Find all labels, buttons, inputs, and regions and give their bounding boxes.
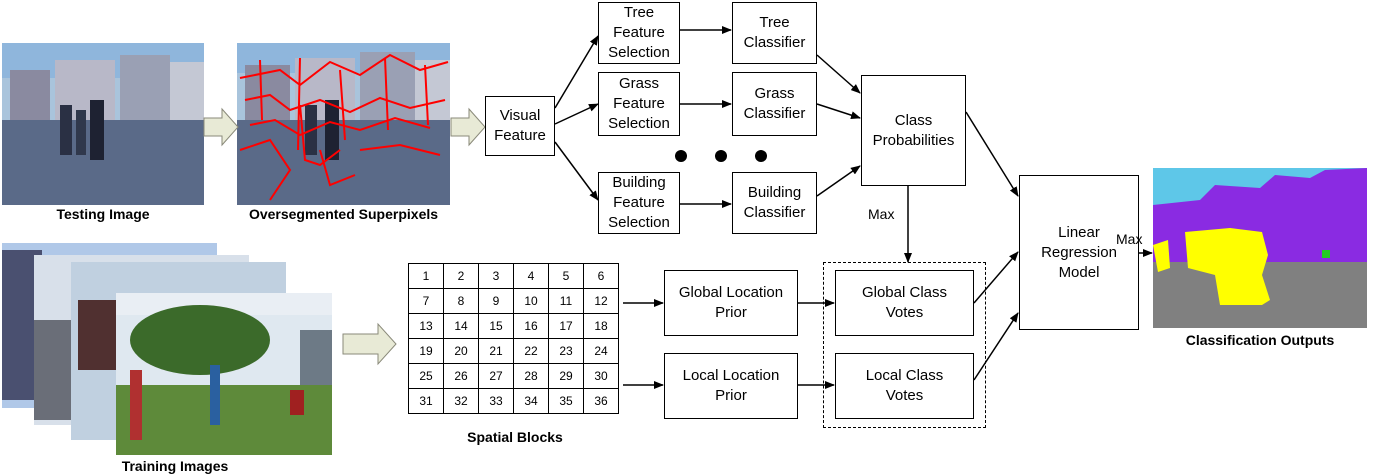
grid-cell: 17 [548, 313, 584, 339]
linear-regression-model-box: Linear Regression Model [1019, 175, 1139, 330]
global-location-prior-box: Global Location Prior [664, 270, 798, 336]
ellipsis-dot-2 [715, 150, 727, 162]
block-arrow-training [342, 322, 397, 366]
grid-cell: 18 [583, 313, 619, 339]
grid-cell: 10 [513, 288, 549, 314]
local-class-votes-box: Local Class Votes [835, 353, 974, 419]
building-classifier-box: Building Classifier [732, 172, 817, 234]
ellipsis-dot-1 [675, 150, 687, 162]
tree-classifier-box: Tree Classifier [732, 2, 817, 64]
grid-cell: 29 [548, 363, 584, 389]
max-label-probabilities: Max [868, 206, 895, 222]
arrow-visual-to-grass [554, 103, 599, 125]
grid-cell: 7 [408, 288, 444, 314]
grass-feature-selection-box: Grass Feature Selection [598, 72, 680, 136]
ellipsis-dot-3 [755, 150, 767, 162]
grid-cell: 1 [408, 263, 444, 289]
grid-cell: 12 [583, 288, 619, 314]
arrow-building-cls-to-prob [816, 165, 861, 197]
arrow-grass-cls-to-prob [816, 103, 861, 120]
grid-cell: 28 [513, 363, 549, 389]
grid-cell: 26 [443, 363, 479, 389]
testing-image [2, 43, 204, 205]
grid-cell: 20 [443, 338, 479, 364]
block-arrow-oversegmented [450, 107, 486, 147]
grid-cell: 21 [478, 338, 514, 364]
grid-cell: 6 [583, 263, 619, 289]
caption-classification-outputs: Classification Outputs [1185, 332, 1335, 348]
grid-cell: 11 [548, 288, 584, 314]
caption-testing-image: Testing Image [56, 206, 150, 222]
grid-cell: 33 [478, 388, 514, 414]
grid-cell: 23 [548, 338, 584, 364]
visual-feature-box: Visual Feature [485, 96, 555, 156]
grid-cell: 31 [408, 388, 444, 414]
class-votes-dashed-group [823, 262, 986, 428]
caption-training-images: Training Images [121, 458, 229, 474]
arrow-visual-to-tree [554, 35, 599, 109]
class-probabilities-box: Class Probabilities [861, 75, 966, 186]
building-feature-selection-box: Building Feature Selection [598, 172, 680, 234]
oversegmented-image [237, 43, 450, 205]
caption-spatial-blocks: Spatial Blocks [467, 429, 563, 445]
grid-cell: 22 [513, 338, 549, 364]
grass-classifier-box: Grass Classifier [732, 72, 817, 136]
grid-cell: 8 [443, 288, 479, 314]
grid-cell: 2 [443, 263, 479, 289]
grid-cell: 19 [408, 338, 444, 364]
grid-cell: 34 [513, 388, 549, 414]
grid-cell: 13 [408, 313, 444, 339]
caption-oversegmented: Oversegmented Superpixels [248, 206, 439, 222]
max-label-regression: Max [1116, 231, 1143, 247]
local-location-prior-box: Local Location Prior [664, 353, 798, 419]
grid-cell: 25 [408, 363, 444, 389]
grid-cell: 15 [478, 313, 514, 339]
grid-cell: 32 [443, 388, 479, 414]
arrow-visual-to-building [554, 141, 599, 201]
grid-cell: 27 [478, 363, 514, 389]
global-class-votes-box: Global Class Votes [835, 270, 974, 336]
grid-cell: 3 [478, 263, 514, 289]
grid-cell: 14 [443, 313, 479, 339]
arrow-tree-cls-to-prob [816, 54, 861, 94]
spatial-blocks-grid: 1 2 3 4 5 6 7 8 9 10 11 12 13 14 15 16 1… [408, 263, 619, 414]
grid-cell: 9 [478, 288, 514, 314]
arrow-global-votes-to-regression [973, 251, 1019, 304]
arrow-prob-to-regression [965, 111, 1019, 197]
grid-cell: 35 [548, 388, 584, 414]
grid-cell: 16 [513, 313, 549, 339]
block-arrow-testing [203, 107, 239, 147]
grid-cell: 30 [583, 363, 619, 389]
grid-cell: 5 [548, 263, 584, 289]
classification-output [1153, 168, 1367, 328]
grid-cell: 36 [583, 388, 619, 414]
grid-cell: 24 [583, 338, 619, 364]
grid-cell: 4 [513, 263, 549, 289]
arrow-local-votes-to-regression [973, 312, 1019, 381]
training-images [2, 243, 332, 455]
tree-feature-selection-box: Tree Feature Selection [598, 2, 680, 64]
